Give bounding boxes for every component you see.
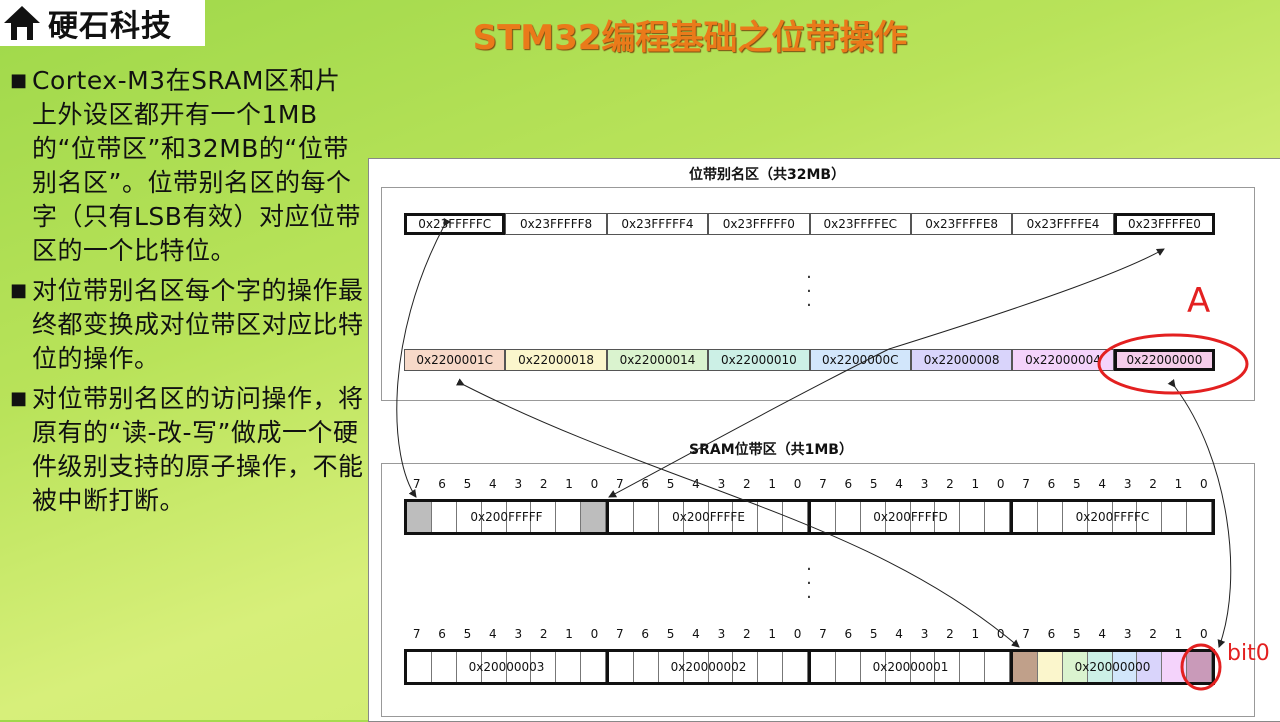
sram-bit bbox=[811, 652, 836, 682]
sram-bit bbox=[1038, 502, 1063, 532]
sram-bit bbox=[836, 652, 861, 682]
bit-number: 5 bbox=[1073, 477, 1081, 491]
bit-number: 7 bbox=[1022, 627, 1030, 641]
bit-number: 5 bbox=[1073, 627, 1081, 641]
arrow-path bbox=[396, 217, 451, 498]
sram-bit bbox=[407, 502, 432, 532]
bit-number: 2 bbox=[1149, 627, 1157, 641]
alias-address-cell: 0x22000014 bbox=[606, 349, 709, 371]
arrow-path bbox=[455, 378, 1020, 648]
sram-bit bbox=[935, 652, 961, 682]
logo: 硬石科技 bbox=[0, 0, 205, 46]
alias-address-cell: 0x22000004 bbox=[1012, 349, 1114, 371]
sram-bit bbox=[1087, 652, 1113, 682]
arrow-path bbox=[608, 348, 890, 498]
bit-number: 6 bbox=[1047, 477, 1056, 491]
bit-number: 2 bbox=[1149, 477, 1157, 491]
sram-bit bbox=[634, 652, 659, 682]
sram-bit bbox=[581, 652, 606, 682]
arrow-path bbox=[1167, 378, 1232, 648]
alias-region-title: 位带别名区（共32MB） bbox=[689, 167, 846, 183]
alias-address-cell: 0x2200000C bbox=[809, 349, 911, 371]
bullet-list: ■ Cortex-M3在SRAM区和片上外设区都开有一个1MB的“位带区”和32… bbox=[10, 64, 365, 524]
sram-bit bbox=[985, 652, 1010, 682]
sram-bit bbox=[1137, 652, 1163, 682]
bit-number: 4 bbox=[1098, 477, 1107, 491]
logo-text: 硬石科技 bbox=[48, 9, 172, 44]
alias-address-cell: 0x22000000 bbox=[1113, 349, 1216, 371]
sram-bit bbox=[1113, 502, 1138, 532]
sram-bit bbox=[609, 652, 634, 682]
alias-address-cell: 0x23FFFFE4 bbox=[1012, 213, 1114, 235]
bit-number: 6 bbox=[438, 627, 446, 641]
sram-bit bbox=[758, 652, 784, 682]
bullet-square-icon: ■ bbox=[10, 388, 28, 409]
alias-address-cell: 0x22000018 bbox=[505, 349, 607, 371]
sram-bit bbox=[1037, 652, 1063, 682]
bit-number: 4 bbox=[1098, 627, 1107, 641]
bullet-text: 对位带别名区的访问操作，将原有的“读-改-写”做成一个硬件级别支持的原子操作，不… bbox=[32, 384, 364, 515]
sram-bit bbox=[684, 652, 709, 682]
bullet-item: ■ Cortex-M3在SRAM区和片上外设区都开有一个1MB的“位带区”和32… bbox=[10, 64, 365, 268]
sram-bit bbox=[432, 652, 457, 682]
sram-bit bbox=[783, 652, 808, 682]
alias-address-cell: 0x23FFFFEC bbox=[809, 213, 911, 235]
bullet-text: 对位带别名区每个字的操作最终都变换成对位带区对应比特位的操作。 bbox=[32, 276, 364, 373]
sram-bit bbox=[911, 652, 936, 682]
alias-address-cell: 0x23FFFFE8 bbox=[910, 213, 1013, 235]
alias-address-cell: 0x22000010 bbox=[708, 349, 810, 371]
alias-address-cell: 0x23FFFFF8 bbox=[505, 213, 607, 235]
highlight-circle-bit0 bbox=[1180, 643, 1222, 691]
arrow-path bbox=[888, 248, 1165, 350]
sram-bit bbox=[1112, 652, 1138, 682]
sram-bit bbox=[1013, 652, 1038, 682]
sram-bit bbox=[482, 652, 507, 682]
mapping-arrows bbox=[396, 217, 1249, 691]
bullet-item: ■ 对位带别名区的访问操作，将原有的“读-改-写”做成一个硬件级别支持的原子操作… bbox=[10, 382, 365, 518]
sram-bit bbox=[556, 652, 582, 682]
bit-number: 3 bbox=[1123, 477, 1132, 491]
bit-number: 6 bbox=[1047, 627, 1056, 641]
bullet-square-icon: ■ bbox=[10, 280, 28, 301]
sram-bit bbox=[709, 652, 734, 682]
alias-address-cell: 0x23FFFFE0 bbox=[1113, 213, 1216, 235]
alias-address-cell: 0x22000008 bbox=[910, 349, 1013, 371]
sram-bit bbox=[1088, 502, 1113, 532]
sram-bit bbox=[861, 652, 886, 682]
sram-bit bbox=[407, 652, 432, 682]
sram-bit bbox=[960, 652, 986, 682]
bullet-text: Cortex-M3在SRAM区和片上外设区都开有一个1MB的“位带区”和32MB… bbox=[32, 66, 361, 265]
sram-bit bbox=[531, 652, 557, 682]
bullet-item: ■ 对位带别名区每个字的操作最终都变换成对位带区对应比特位的操作。 bbox=[10, 274, 365, 376]
sram-bit bbox=[886, 652, 911, 682]
bit-number: 3 bbox=[1123, 627, 1132, 641]
highlight-circle-a bbox=[1097, 333, 1249, 395]
label-bit0: bit0 bbox=[1227, 641, 1270, 666]
bit-number: 7 bbox=[412, 627, 421, 641]
sram-bit bbox=[1062, 652, 1088, 682]
bit-number: 7 bbox=[1022, 477, 1030, 491]
alias-address-cell: 0x23FFFFF0 bbox=[708, 213, 810, 235]
bullet-square-icon: ■ bbox=[10, 70, 28, 91]
page-title: STM32编程基础之位带操作 bbox=[472, 18, 908, 58]
sram-bit bbox=[1187, 652, 1212, 682]
sram-bit bbox=[1063, 502, 1088, 532]
sram-bit bbox=[1137, 502, 1163, 532]
vertical-ellipsis: ··· bbox=[806, 267, 812, 316]
sram-bit bbox=[507, 652, 532, 682]
label-a: A bbox=[1187, 281, 1211, 321]
sram-bit bbox=[1013, 502, 1038, 532]
alias-address-cell: 0x23FFFFF4 bbox=[606, 213, 709, 235]
sram-bit bbox=[659, 652, 684, 682]
sram-bit bbox=[733, 652, 759, 682]
house-logo-icon bbox=[4, 6, 40, 40]
sram-bit bbox=[457, 652, 482, 682]
